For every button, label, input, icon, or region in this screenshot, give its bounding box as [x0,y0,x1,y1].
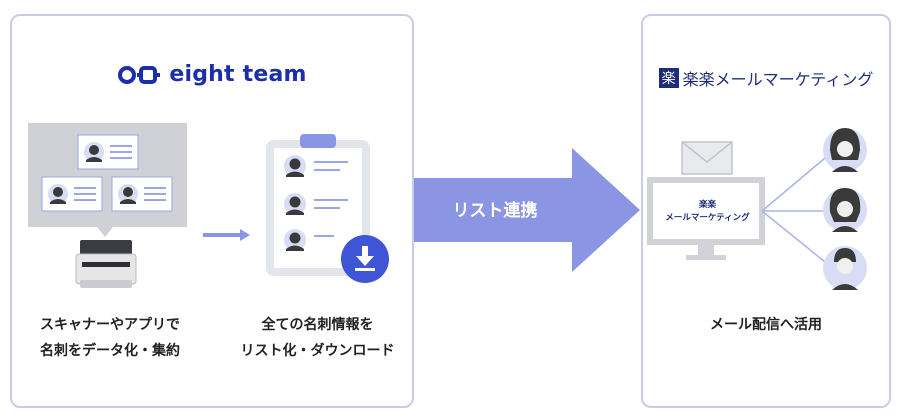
step1-caption: スキャナーやアプリで 名刺をデータ化・集約 [20,312,200,364]
recipient-connections [761,157,826,263]
eight-team-logo-icon [118,65,161,84]
step1-caption-line-2: 名刺をデータ化・集約 [40,343,180,359]
business-card-tray-illustration [28,123,187,237]
envelope-icon [681,141,733,175]
step1-caption-line-1: スキャナーやアプリで [40,317,180,333]
business-card-3 [111,176,173,212]
monitor-icon [647,177,765,260]
scanner-icon [75,240,137,288]
step2-caption-line-1: 全ての名刺情報を [261,317,374,333]
eight-team-logo: eight team [12,62,412,87]
business-card-1 [77,134,139,170]
list-link-label: リスト連携 [452,201,538,221]
recipient-avatar-3 [823,246,867,290]
eight-team-brand-text: eight team [169,62,307,87]
monitor-screen-line-1: 楽楽 [698,200,716,210]
list-link-arrow [414,148,640,272]
recipient-avatar-1 [823,128,867,172]
rakuraku-logo-mark: 楽 [658,68,679,88]
business-card-2 [41,176,103,212]
monitor-screen-line-2: メールマーケティング [665,213,750,223]
monitor-screen-text: 楽楽 メールマーケティング [655,199,760,225]
rakuraku-logo: 楽 楽楽メールマーケティング [643,66,889,90]
download-icon [341,235,389,283]
list-entry-2 [284,193,348,215]
clipboard-list-illustration [266,134,389,283]
step2-caption: 全ての名刺情報を リスト化・ダウンロード [225,312,410,364]
step2-caption-line-2: リスト化・ダウンロード [240,343,395,359]
recipient-avatar-2 [823,188,867,232]
list-entry-1 [284,155,348,177]
step-arrow-icon [203,229,250,241]
list-entry-3 [284,229,334,251]
rakuraku-logo-text: 楽楽メールマーケティング [682,70,874,89]
step3-caption: メール配信へ活用 [710,317,822,333]
